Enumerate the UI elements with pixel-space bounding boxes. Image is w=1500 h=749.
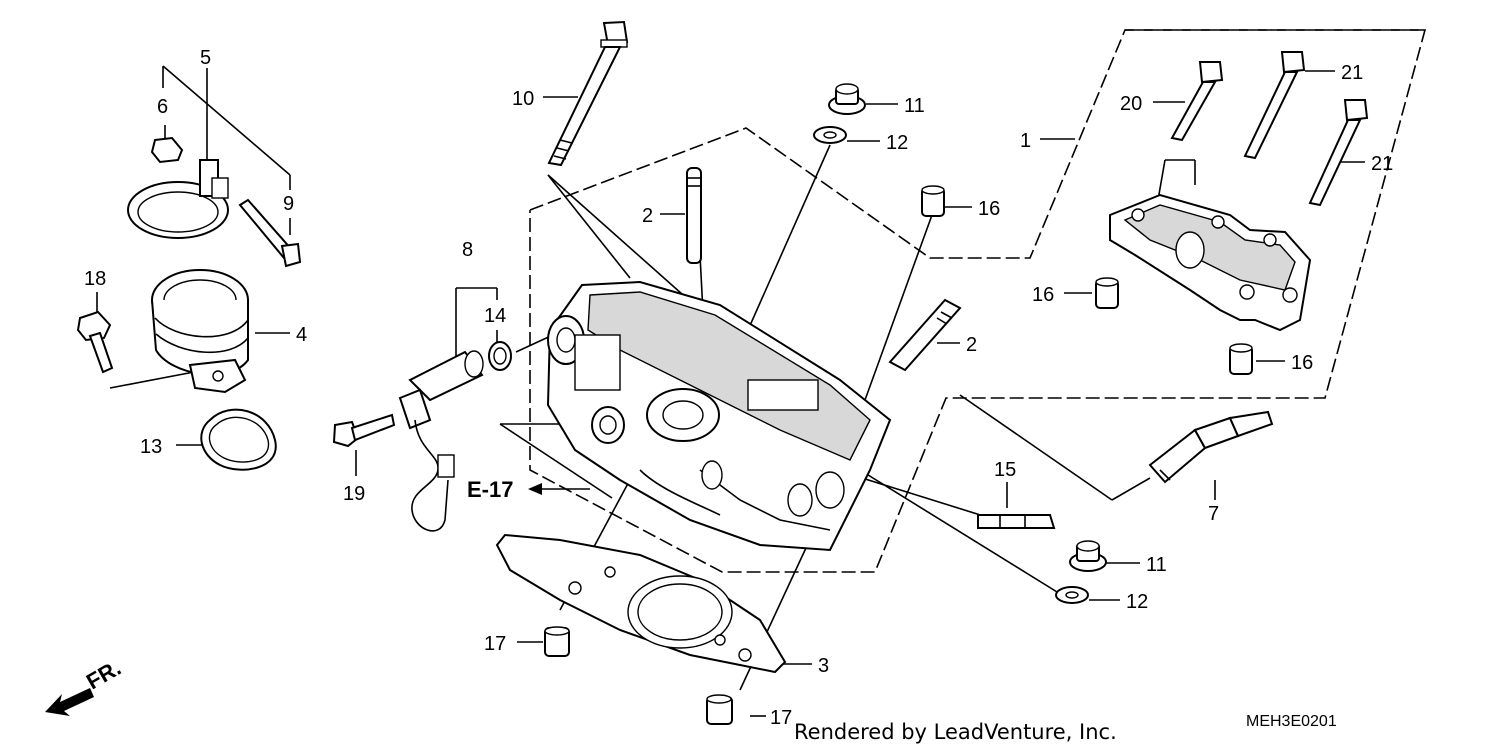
callout-1: 1 <box>1020 130 1031 152</box>
reference-arrow-icon <box>528 483 542 495</box>
callout-18: 18 <box>84 268 106 290</box>
insulator-4-icon <box>151 269 249 394</box>
callout-2-right: 2 <box>966 334 977 356</box>
washer-12-icon <box>813 126 847 144</box>
callout-19: 19 <box>343 483 365 505</box>
bolt-10-icon <box>547 20 629 167</box>
callout-4: 4 <box>296 324 307 346</box>
screw-9-icon <box>238 198 302 268</box>
callout-14: 14 <box>484 305 506 327</box>
credit-text: Rendered by LeadVenture, Inc. <box>794 720 1117 744</box>
callout-16-bottom: 16 <box>1291 352 1313 374</box>
bolt-21-upper-icon <box>1243 51 1306 160</box>
dowel-17-upper-icon <box>544 626 570 657</box>
callout-15: 15 <box>994 459 1016 481</box>
rocker-arm-holder-icon <box>1109 193 1312 332</box>
callout-7: 7 <box>1208 503 1219 525</box>
callout-9: 9 <box>283 193 294 215</box>
o-ring-13-icon <box>200 408 277 471</box>
callout-11-top: 11 <box>904 95 925 117</box>
cylinder-head-icon <box>546 280 892 552</box>
bolt-18-icon <box>76 310 114 374</box>
callout-13: 13 <box>140 436 162 458</box>
washer-12-lower-icon <box>1055 586 1089 604</box>
stud-2-icon <box>686 167 702 264</box>
callout-21-upper: 21 <box>1341 62 1363 84</box>
callout-16-top: 16 <box>978 198 1000 220</box>
callout-16-middle: 16 <box>1032 284 1054 306</box>
reference-label: E-17 <box>467 477 513 502</box>
callout-6: 6 <box>157 96 168 118</box>
callout-17-upper: 17 <box>484 633 506 655</box>
callout-3: 3 <box>818 655 829 677</box>
dowel-16-icon <box>921 185 945 217</box>
callout-20: 20 <box>1120 93 1142 115</box>
callout-12-bottom: 12 <box>1126 591 1148 613</box>
callout-17-lower: 17 <box>770 707 792 729</box>
front-direction-arrow-icon <box>45 688 94 716</box>
callout-11-bottom: 11 <box>1146 554 1167 576</box>
flange-nut-11-icon <box>828 83 866 115</box>
stud-2-right-icon <box>888 298 962 372</box>
callout-21-lower: 21 <box>1371 153 1393 175</box>
diagram-code: MEH3E0201 <box>1246 713 1337 730</box>
assembly-outline-cylinder-head <box>529 29 1427 573</box>
dowel-16-middle-icon <box>1095 277 1119 309</box>
stud-15-icon <box>977 514 1056 529</box>
clamp-nut-6-icon <box>150 136 184 164</box>
bolt-21-lower-icon <box>1308 99 1369 207</box>
callout-5: 5 <box>200 47 211 69</box>
head-gasket-3-icon <box>495 533 787 674</box>
hose-clamp-5-icon <box>127 159 229 239</box>
bolt-19-icon <box>332 413 396 448</box>
callout-8: 8 <box>462 239 473 261</box>
o-ring-14-icon <box>488 341 512 371</box>
spark-plug-7-icon <box>1148 410 1274 484</box>
callout-12-top: 12 <box>886 132 908 154</box>
callout-10: 10 <box>512 88 534 110</box>
sensor-8-icon <box>398 350 484 532</box>
bolt-20-icon <box>1170 61 1224 142</box>
dowel-17-lower-icon <box>706 694 733 725</box>
front-direction-label: FR. <box>82 655 125 694</box>
dowel-16-bottom-icon <box>1229 343 1253 375</box>
callout-2-left: 2 <box>642 205 653 227</box>
flange-nut-11-lower-icon <box>1069 540 1107 572</box>
